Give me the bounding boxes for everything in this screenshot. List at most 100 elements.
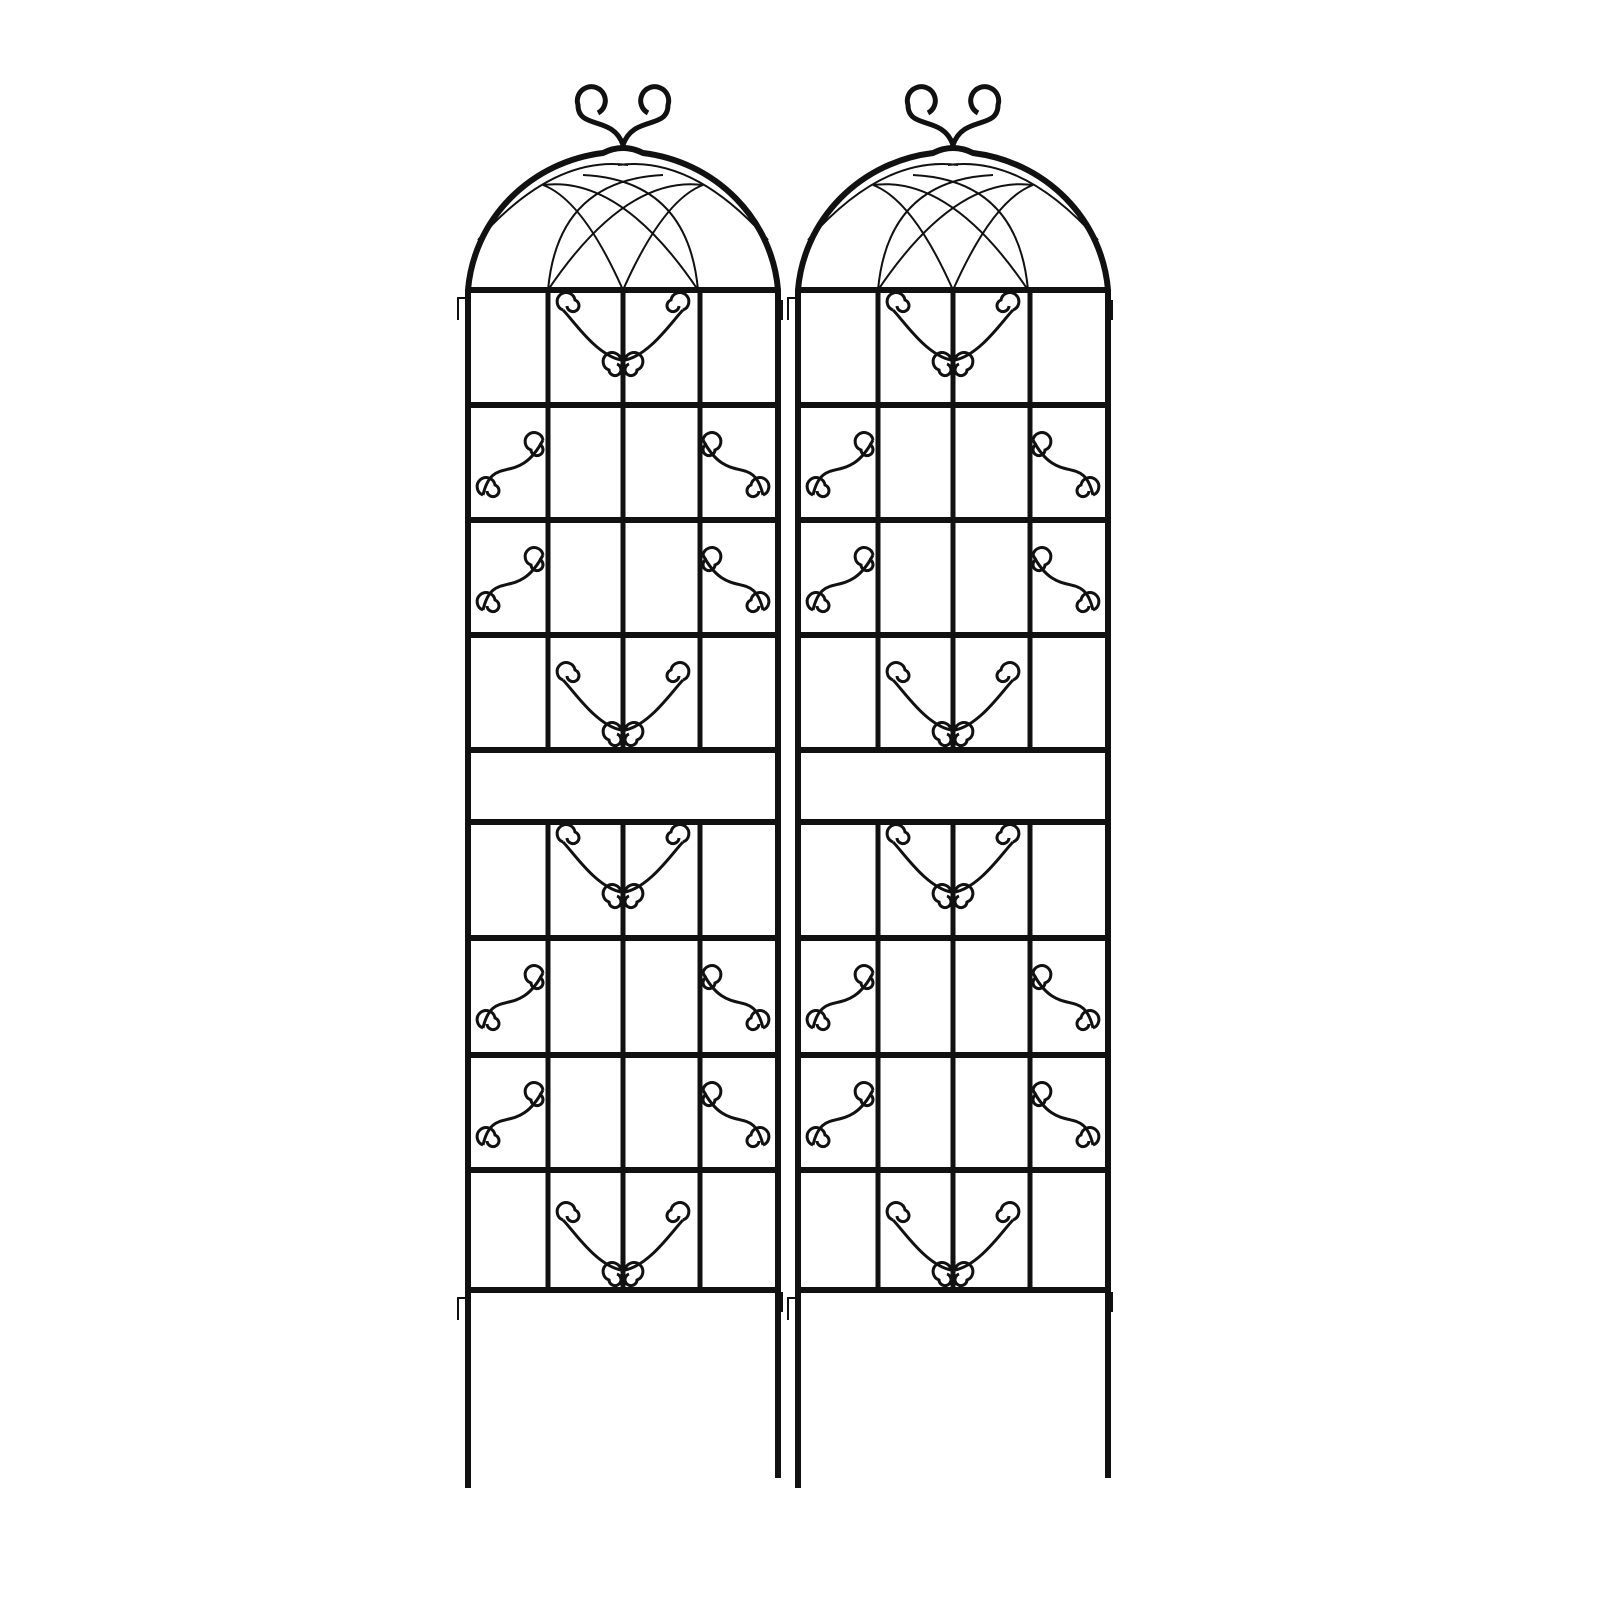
scroll-ornament xyxy=(481,1089,545,1146)
scroll-curl xyxy=(853,1081,875,1108)
scroll-ornament xyxy=(811,439,875,496)
scroll-curl xyxy=(665,661,691,684)
scroll-ornament xyxy=(891,1218,952,1272)
scroll-curl xyxy=(665,291,691,314)
scroll-ornament xyxy=(891,840,952,894)
scroll-curl xyxy=(555,823,581,846)
scroll-curl xyxy=(931,351,953,378)
scroll-curl xyxy=(885,1201,911,1224)
scroll-ornament xyxy=(954,840,1015,894)
scroll-curl xyxy=(701,546,723,573)
scroll-curl xyxy=(745,591,771,614)
scroll-curl xyxy=(475,476,501,499)
hook-wire xyxy=(787,1297,798,1320)
scroll-ornament xyxy=(481,972,545,1029)
scroll-curl xyxy=(601,883,623,910)
scroll-ornament xyxy=(561,308,622,362)
arch-lattice-wire xyxy=(622,184,704,291)
scroll-curl xyxy=(475,1009,501,1032)
finial-scroll-left xyxy=(574,84,626,146)
scroll-curl xyxy=(995,661,1021,684)
arch-lattice-wire xyxy=(542,183,699,291)
scroll-curl xyxy=(1031,431,1053,458)
scroll-curl xyxy=(1075,476,1101,499)
arch-lattice-wire xyxy=(872,183,1029,291)
scroll-curl xyxy=(995,823,1021,846)
scroll-ornament xyxy=(1031,554,1095,611)
scroll-curl xyxy=(701,1081,723,1108)
scroll-ornament xyxy=(1031,972,1095,1029)
scroll-curl xyxy=(931,1261,953,1288)
arch-lattice-wire xyxy=(617,163,769,241)
connector-clip xyxy=(775,1292,783,1312)
scroll-curl xyxy=(853,964,875,991)
scroll-curl xyxy=(885,823,911,846)
scroll-ornament xyxy=(701,439,765,496)
scroll-ornament xyxy=(624,840,685,894)
scroll-curl xyxy=(1031,1081,1053,1108)
scroll-ornament xyxy=(481,554,545,611)
scroll-curl xyxy=(953,721,975,748)
scroll-curl xyxy=(701,964,723,991)
arch-lattice-wire xyxy=(477,163,629,241)
scroll-ornament xyxy=(481,439,545,496)
arch-lattice-wire xyxy=(542,184,624,291)
connector-clip xyxy=(775,300,783,320)
scroll-curl xyxy=(601,721,623,748)
scroll-curl xyxy=(555,1201,581,1224)
trellis-frame xyxy=(795,145,1111,1488)
scroll-curl xyxy=(745,1009,771,1032)
scroll-curl xyxy=(555,291,581,314)
connector-clip xyxy=(1105,300,1113,320)
arch-lattice-wire xyxy=(547,174,664,291)
scroll-ornament xyxy=(561,1218,622,1272)
scroll-curl xyxy=(953,1261,975,1288)
scroll-ornament xyxy=(811,554,875,611)
scroll-curl xyxy=(953,883,975,910)
scroll-ornament xyxy=(1031,1089,1095,1146)
scroll-ornament xyxy=(701,554,765,611)
finial-scroll-right xyxy=(620,84,672,146)
arch-lattice-wire xyxy=(912,174,1029,291)
hook-wire xyxy=(787,297,798,320)
scroll-curl xyxy=(523,431,545,458)
hook-wire xyxy=(457,297,468,320)
arch-lattice-wire xyxy=(582,174,699,291)
scroll-curl xyxy=(1031,546,1053,573)
scroll-ornament xyxy=(954,308,1015,362)
connector-clip xyxy=(1105,1292,1113,1312)
scroll-ornament xyxy=(701,1089,765,1146)
arch-lattice-wire xyxy=(807,163,959,241)
scroll-ornament xyxy=(624,1218,685,1272)
scroll-ornament xyxy=(954,1218,1015,1272)
scroll-curl xyxy=(805,1126,831,1149)
scroll-curl xyxy=(623,883,645,910)
scroll-curl xyxy=(523,964,545,991)
scroll-ornament xyxy=(891,678,952,732)
scroll-curl xyxy=(995,1201,1021,1224)
scroll-curl xyxy=(931,883,953,910)
scroll-ornament xyxy=(891,308,952,362)
scroll-curl xyxy=(1075,1126,1101,1149)
scroll-curl xyxy=(853,546,875,573)
scroll-curl xyxy=(623,351,645,378)
scroll-curl xyxy=(623,1261,645,1288)
hook-wire xyxy=(457,1297,468,1320)
scroll-curl xyxy=(1075,591,1101,614)
arch-lattice-wire xyxy=(952,184,1034,291)
scroll-curl xyxy=(475,591,501,614)
arch-lattice-wire xyxy=(947,163,1099,241)
arch-lattice-wire xyxy=(877,174,994,291)
scroll-curl xyxy=(601,351,623,378)
finial-scroll-right xyxy=(950,84,1002,146)
scroll-curl xyxy=(931,721,953,748)
trellis-panels xyxy=(457,84,1113,1488)
scroll-ornament xyxy=(561,840,622,894)
scroll-curl xyxy=(701,431,723,458)
scroll-curl xyxy=(995,291,1021,314)
scroll-curl xyxy=(555,661,581,684)
scroll-curl xyxy=(805,591,831,614)
scroll-curl xyxy=(885,661,911,684)
scroll-curl xyxy=(805,476,831,499)
